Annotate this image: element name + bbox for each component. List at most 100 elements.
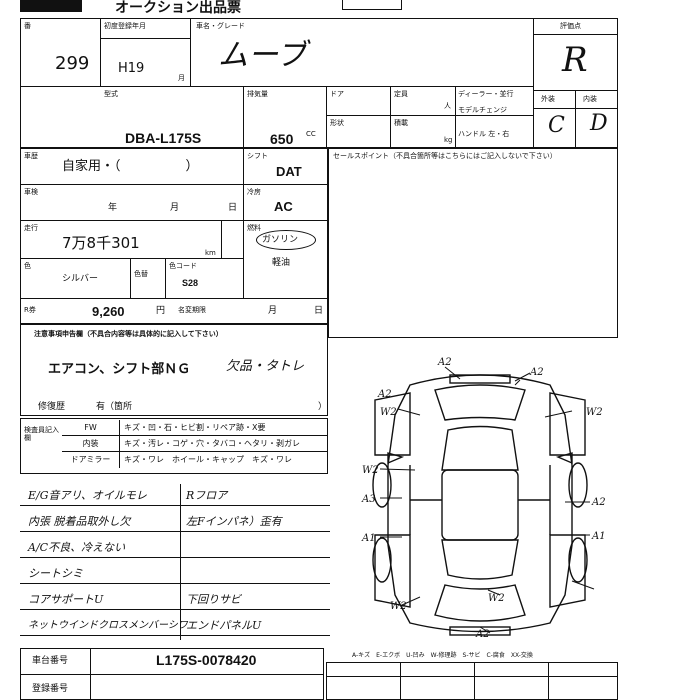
divider [326,86,327,148]
exterior-grade: C [548,113,565,138]
displacement-unit: CC [306,130,316,138]
sales-point-label: セールスポイント（不具合箇所等はこちらにはご記入しないで下さい） [333,152,557,160]
car-damage-diagram: A2 A2 A2 W2 W2 W2 A3 A1 A2 W2 W2 A1 A2 [361,357,606,640]
mileage-unit: km [205,249,216,257]
divider [100,86,533,87]
check-row-interior: 内装 キズ・汚レ・コゲ・穴・タバコ・ヘタリ・剥ガレ [62,436,328,452]
chassis-value: L175S-0078420 [156,652,257,668]
mileage-value: 7万8千301 [62,234,140,252]
damage-mark: W2 [488,593,505,604]
usage-value: 自家用・（ ） [62,159,199,174]
divider [180,484,181,640]
inspection-year: 年 [108,203,118,213]
model-value: DBA-L175S [125,130,202,146]
mileage-label: 走行 [24,224,38,232]
divider [100,38,190,39]
divider [533,108,618,109]
color-code: S28 [182,278,199,288]
divider [474,662,475,700]
header-title: オークション出品票 [115,0,241,15]
divider [243,86,244,148]
interior-label: 内装 [583,95,597,103]
repair-close: ） [318,402,328,412]
divider [455,86,456,148]
shift-value: DAT [276,164,302,179]
load-label: 積載 [394,119,408,127]
displacement-value: 650 [270,131,294,147]
notes-text: エアコン、シフト部ＮＧ [48,361,191,376]
inspector-note-line: E/G音アリ、オイルモレ Rフロア [20,484,330,506]
inspector-note-left: E/G音アリ、オイルモレ [28,489,147,502]
inspector-note-line: コアサポートU 下回りサビ [20,588,330,610]
body-shape-label: 形状 [330,119,344,127]
divider [533,34,618,35]
damage-mark: A3 [361,494,376,505]
color-code-label: 色コード [169,262,197,270]
inspector-note-left: ネットウインドクロスメンバーシワ [28,620,188,631]
check-row-label: FW [62,420,120,435]
model-change-label: モデルチェンジ [458,106,507,114]
limit-label: 名変期限 [178,306,206,314]
checks-label: 検査員記入欄 [24,426,59,442]
first-reg-label: 初度登録年月 [104,22,146,30]
damage-legend: A-キズ E-エクボ U-凹み W-修理跡 S-サビ C-腐食 XX-交換 [352,652,533,659]
header-strip: オークション出品票 [20,0,402,15]
registration-label: 登録番号 [32,684,69,694]
damage-mark: W2 [362,465,379,476]
recycle-label: R券 [24,306,36,314]
damage-mark: A2 [475,629,490,640]
divider [20,674,324,675]
divider [20,298,328,299]
inspector-note-line: A/C不良、冷えない [20,536,330,558]
divider [326,115,533,116]
ac-label: 冷房 [247,188,261,196]
notes-handwritten: 欠品・タトレ [226,359,305,374]
divider [20,220,328,221]
exterior-label: 外装 [541,95,555,103]
lot-label: 番 [24,22,31,30]
divider [548,662,549,700]
divider [100,18,101,86]
limit-day: 日 [314,306,324,316]
check-row-label: 内装 [62,436,120,451]
divider [20,184,328,185]
damage-mark: A2 [437,357,452,368]
first-reg-month-unit: 月 [178,74,185,82]
damage-mark: A1 [361,533,376,544]
divider [165,258,166,298]
header-logo-block [20,0,82,12]
doors-label: ドア [330,90,344,98]
middle-left [20,148,328,324]
divider [575,90,576,148]
notes-box [20,324,328,416]
usage-label: 車歴 [24,152,38,160]
color-label: 色 [24,262,31,270]
divider [243,148,244,298]
inspector-note-left: コアサポートU [28,593,104,606]
fuel-label: 燃料 [247,224,261,232]
inspector-note-left: 内張 脱着品取外し欠 [28,515,131,528]
inspector-note-right: エンドパネルU [186,619,262,632]
inspector-note-left: シートシミ [28,567,83,580]
inspection-month: 月 [170,203,180,213]
check-row-label: ドアミラー [62,452,120,468]
inspector-note-left: A/C不良、冷えない [28,541,126,554]
divider [20,86,100,87]
capacity-label: 定員 [394,90,408,98]
inspector-note-right: Rフロア [186,489,228,502]
top-section [20,18,618,148]
repair-value: 有（箇所 [96,402,133,412]
sales-point-box [328,148,618,338]
handle-label: ハンドル 左・右 [458,130,510,138]
paint-label: 色替 [134,270,148,278]
fuel-value: ガソリン [262,235,299,245]
load-unit: kg [444,136,453,144]
shift-label: シフト [247,152,268,160]
interior-grade: D [590,111,608,136]
header-badge [342,0,402,10]
check-row-items: キズ・凹・石・ヒビ割・リペア跡・X要 [124,423,266,432]
inspector-note-line: 内張 脱着品取外し欠 左Fインパネ）歪有 [20,510,330,532]
car-name: ムーブ [218,38,307,73]
fuel-alt: 軽油 [272,258,291,268]
capacity-unit: 人 [444,102,451,110]
